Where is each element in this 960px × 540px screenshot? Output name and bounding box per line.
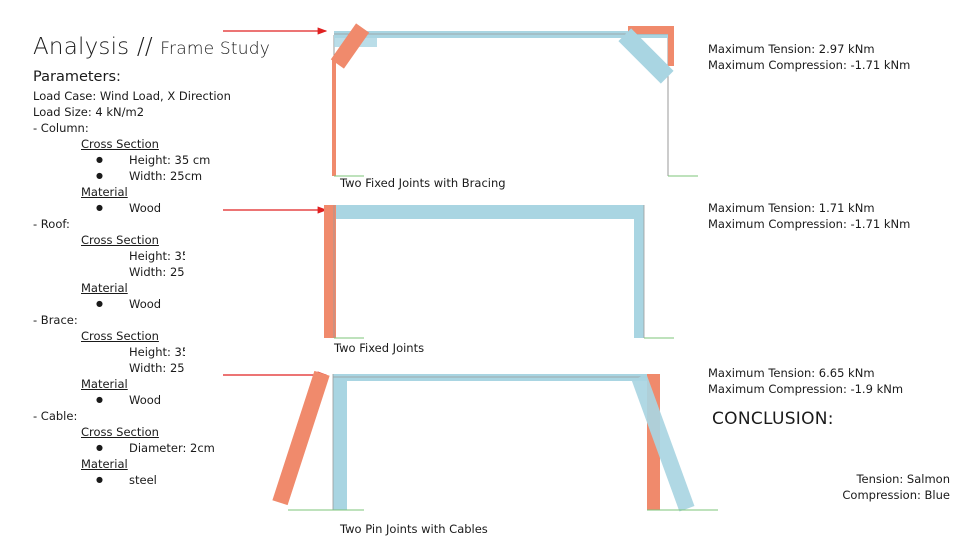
roof-material-value: Wood bbox=[96, 296, 161, 312]
frame-2-left-column-tension bbox=[324, 205, 336, 338]
frame-1-right-corner-tension bbox=[628, 26, 674, 34]
cable-cross-section: Cross Section bbox=[81, 425, 159, 439]
brace-material-value: Wood bbox=[96, 392, 161, 408]
column-cross-section: Cross Section bbox=[81, 137, 159, 151]
frame-3-diagram bbox=[223, 370, 718, 512]
load-case: Load Case: Wind Load, X Direction bbox=[33, 89, 231, 103]
cable-diameter: Diameter: 2cm bbox=[96, 440, 215, 456]
frame-1-right-column-tension bbox=[668, 26, 674, 66]
frame-3-left-cable-tension bbox=[272, 370, 330, 506]
parameters-heading: Parameters: bbox=[33, 69, 121, 85]
brace-label: - Brace: bbox=[33, 313, 78, 327]
frame-3-roof-compression bbox=[333, 374, 658, 381]
title-text: Analysis // bbox=[33, 34, 153, 60]
frame-1-caption: Two Fixed Joints with Bracing bbox=[340, 176, 506, 190]
frame-3-caption: Two Pin Joints with Cables bbox=[340, 522, 488, 536]
frame-2-roof-compression bbox=[336, 205, 644, 219]
legend-tension: Tension: Salmon bbox=[856, 472, 950, 486]
cable-label: - Cable: bbox=[33, 409, 78, 423]
frame-3-left-column-compression bbox=[333, 374, 347, 510]
column-height: Height: 35 cm bbox=[96, 152, 211, 168]
frame-1-max-tension: Maximum Tension: 2.97 kNm bbox=[708, 42, 875, 56]
frame-2-right-column-compression bbox=[634, 219, 644, 338]
frame-2-max-compression: Maximum Compression: -1.71 kNm bbox=[708, 217, 911, 231]
frame-1-right-brace-compression bbox=[618, 28, 674, 84]
frame-2-results: Maximum Tension: 1.71 kNm Maximum Compre… bbox=[708, 200, 910, 232]
cable-material: Material bbox=[81, 457, 128, 471]
frame-2-diagram bbox=[223, 205, 674, 339]
frame-1-left-brace-tension bbox=[330, 23, 370, 69]
brace-cross-section: Cross Section bbox=[81, 329, 159, 343]
roof-material: Material bbox=[81, 281, 128, 295]
legend-compression: Compression: Blue bbox=[842, 488, 950, 502]
brace-material: Material bbox=[81, 377, 128, 391]
frame-1-roof-compression bbox=[334, 31, 670, 38]
cable-material-value: steel bbox=[96, 472, 157, 488]
frame-2-caption: Two Fixed Joints bbox=[334, 341, 425, 355]
roof-width: Width: 25 bbox=[129, 264, 185, 280]
conclusion-heading: CONCLUSION: bbox=[712, 409, 834, 429]
frame-3-right-cable-compression bbox=[631, 374, 695, 512]
frame-1-diagram bbox=[223, 23, 698, 177]
page-title: Analysis // Frame Study bbox=[33, 34, 270, 60]
brace-width: Width: 25 bbox=[129, 360, 185, 376]
frame-2-max-tension: Maximum Tension: 1.71 kNm bbox=[708, 201, 875, 215]
frame-1-max-compression: Maximum Compression: -1.71 kNm bbox=[708, 58, 911, 72]
roof-height: Height: 35 bbox=[129, 248, 185, 264]
frame-1-left-column-tension bbox=[332, 60, 336, 176]
roof-cross-section: Cross Section bbox=[81, 233, 159, 247]
frame-3-max-tension: Maximum Tension: 6.65 kNm bbox=[708, 366, 875, 380]
frame-3-results: Maximum Tension: 6.65 kNm Maximum Compre… bbox=[708, 365, 903, 397]
brace-height: Height: 35 bbox=[129, 344, 185, 360]
title-subtitle: Frame Study bbox=[160, 39, 270, 59]
column-label: - Column: bbox=[33, 121, 89, 135]
frame-1-results: Maximum Tension: 2.97 kNm Maximum Compre… bbox=[708, 41, 910, 73]
frame-3-max-compression: Maximum Compression: -1.9 kNm bbox=[708, 382, 904, 396]
load-size: Load Size: 4 kN/m2 bbox=[33, 105, 145, 119]
column-material: Material bbox=[81, 185, 128, 199]
column-material-value: Wood bbox=[96, 200, 161, 216]
roof-label: - Roof: bbox=[33, 217, 70, 231]
column-width: Width: 25cm bbox=[96, 168, 202, 184]
